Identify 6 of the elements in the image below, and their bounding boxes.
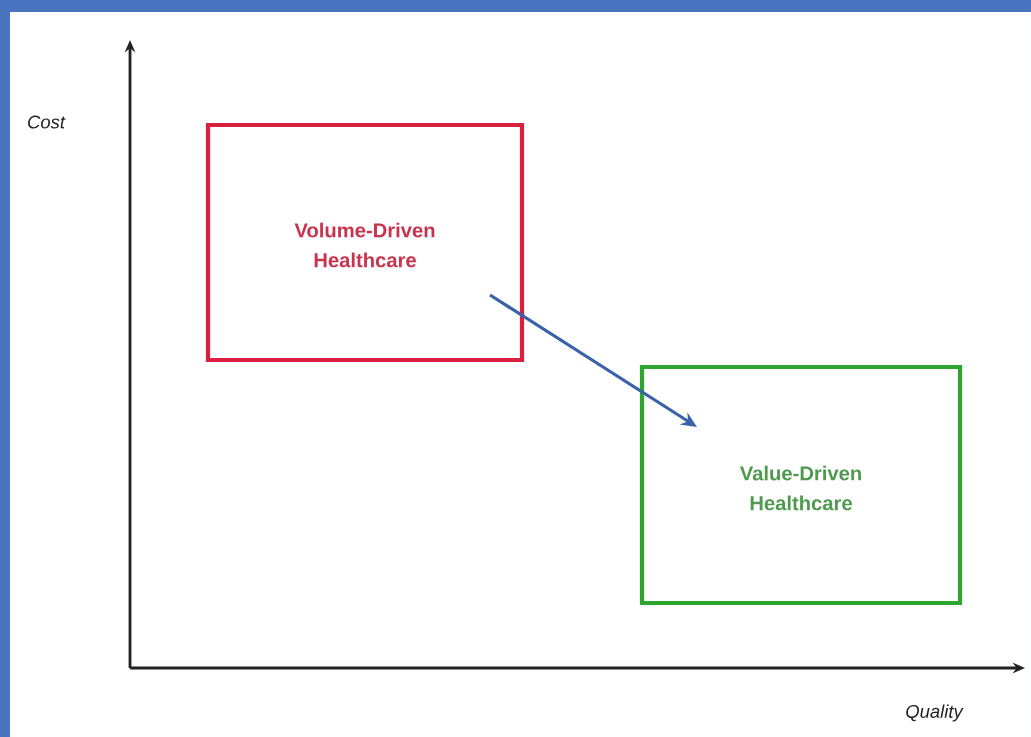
category-box bbox=[205, 122, 525, 363]
box-label: Value-Driven Healthcare bbox=[739, 465, 861, 511]
axis-label: Quality bbox=[906, 704, 964, 722]
box-label: Volume-Driven Healthcare bbox=[294, 222, 435, 268]
axis-label: Cost bbox=[28, 115, 66, 129]
category-box bbox=[639, 364, 963, 606]
